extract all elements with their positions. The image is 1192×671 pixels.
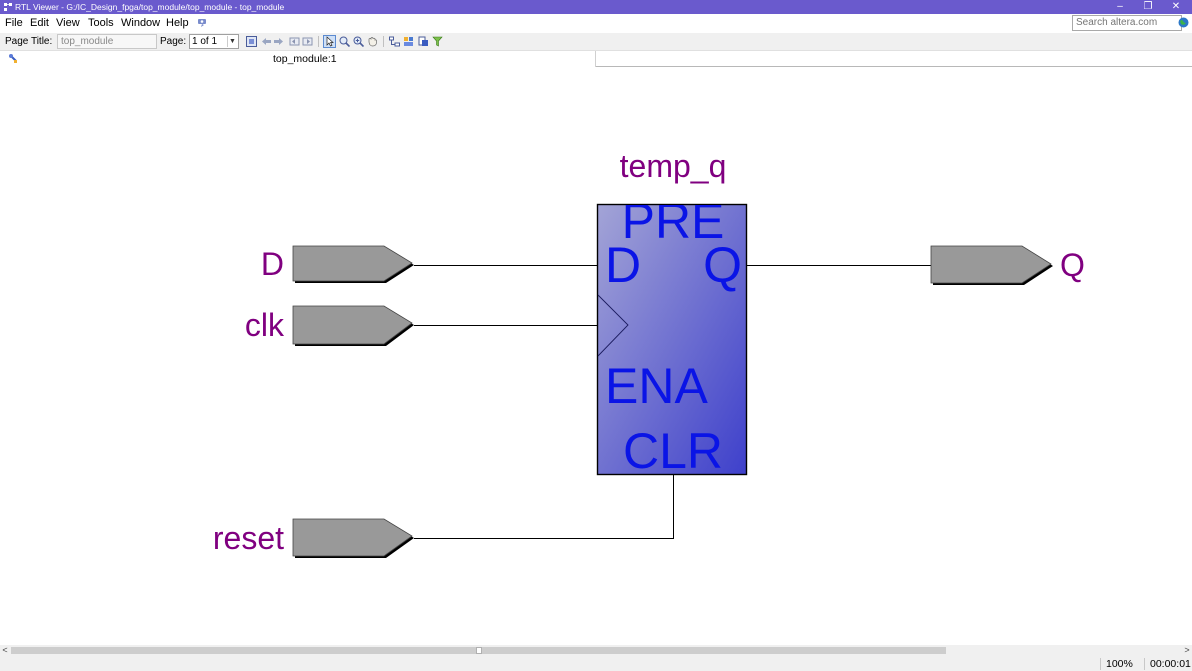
title-bar: RTL Viewer - G:/IC_Design_fpga/top_modul… [0, 0, 1192, 14]
chevron-down-icon[interactable]: ▼ [227, 36, 237, 47]
close-button[interactable]: ✕ [1171, 1, 1181, 12]
tab-divider [595, 51, 596, 67]
properties-icon[interactable] [418, 36, 429, 47]
page-label: Page: [160, 36, 187, 47]
toolbar-separator [318, 36, 319, 47]
register-temp-q[interactable]: PRE D Q ENA CLR [596, 193, 748, 479]
rtl-schematic: D clk reset Q temp_q PRE D Q ENA [213, 148, 1085, 558]
menu-tools[interactable]: Tools [88, 17, 114, 29]
minimize-button[interactable]: – [1117, 1, 1123, 12]
search-input[interactable] [1072, 15, 1182, 31]
pin-label-q: Q [703, 237, 742, 293]
scroll-right-icon[interactable]: > [1184, 645, 1190, 655]
zoom-level: 100% [1106, 658, 1133, 670]
forward-icon[interactable] [273, 36, 284, 47]
menu-help[interactable]: Help [166, 17, 189, 29]
pin-label-clr: CLR [623, 423, 723, 479]
rtl-document-icon [9, 54, 17, 63]
restore-button[interactable]: ❐ [1143, 1, 1153, 12]
toolbar: Page Title: top_module Page: 1 of 1 ▼ [0, 33, 1192, 51]
status-bar: 100% 00:00:01 [0, 656, 1192, 671]
output-port-q[interactable] [930, 245, 1053, 285]
pin-label-d: D [605, 237, 641, 293]
scrollbar-thumb[interactable] [476, 647, 482, 654]
input-port-reset[interactable] [292, 518, 414, 558]
page-select[interactable]: 1 of 1 ▼ [189, 34, 239, 49]
port-label-q: Q [1060, 247, 1085, 283]
help-pointer-icon[interactable] [197, 17, 208, 28]
page-title-label: Page Title: [5, 36, 53, 47]
hierarchy-icon[interactable] [389, 36, 400, 47]
filter-icon[interactable] [432, 36, 443, 47]
status-divider [1144, 658, 1145, 670]
scroll-left-icon[interactable]: < [2, 645, 8, 655]
netlist-icon[interactable] [403, 36, 414, 47]
wire-reset[interactable] [414, 475, 674, 539]
menu-file[interactable]: File [5, 17, 23, 29]
back-icon[interactable] [261, 36, 272, 47]
document-tab-row: top_module:1 [0, 51, 1192, 68]
page-select-value: 1 of 1 [192, 36, 218, 47]
zoom-tool-icon[interactable] [339, 36, 350, 47]
input-port-clk[interactable] [292, 305, 414, 346]
port-label-d: D [261, 246, 284, 282]
menu-window[interactable]: Window [121, 17, 161, 29]
toolbar-separator [383, 36, 384, 47]
fit-window-icon[interactable] [246, 36, 257, 47]
page-title-field: top_module [57, 34, 157, 49]
hand-tool-icon[interactable] [367, 36, 378, 47]
menu-bar: File Edit View Tools Window Help [0, 14, 1192, 32]
tab-top-module[interactable]: top_module:1 [273, 53, 337, 65]
tab-underline [596, 66, 1192, 67]
previous-page-icon[interactable] [289, 36, 300, 47]
register-instance-name: temp_q [620, 148, 727, 184]
input-port-d[interactable] [292, 245, 414, 283]
clock-input-triangle [597, 294, 629, 357]
rtl-viewer-icon [4, 3, 12, 11]
menu-edit[interactable]: Edit [30, 17, 49, 29]
schematic-canvas[interactable]: D clk reset Q temp_q PRE D Q ENA [0, 68, 1192, 645]
status-divider [1100, 658, 1101, 670]
menu-view[interactable]: View [56, 17, 80, 29]
next-page-icon[interactable] [302, 36, 313, 47]
globe-icon[interactable] [1178, 17, 1189, 28]
pin-label-ena: ENA [605, 358, 708, 414]
pin-label-pre: PRE [622, 193, 725, 249]
port-label-reset: reset [213, 520, 284, 556]
zoom-in-icon[interactable] [353, 36, 364, 47]
elapsed-time: 00:00:01 [1150, 658, 1191, 670]
selection-tool-icon[interactable] [323, 35, 336, 48]
horizontal-scrollbar[interactable]: < > [0, 645, 1192, 656]
window-title: RTL Viewer - G:/IC_Design_fpga/top_modul… [15, 2, 285, 12]
port-label-clk: clk [245, 307, 285, 343]
